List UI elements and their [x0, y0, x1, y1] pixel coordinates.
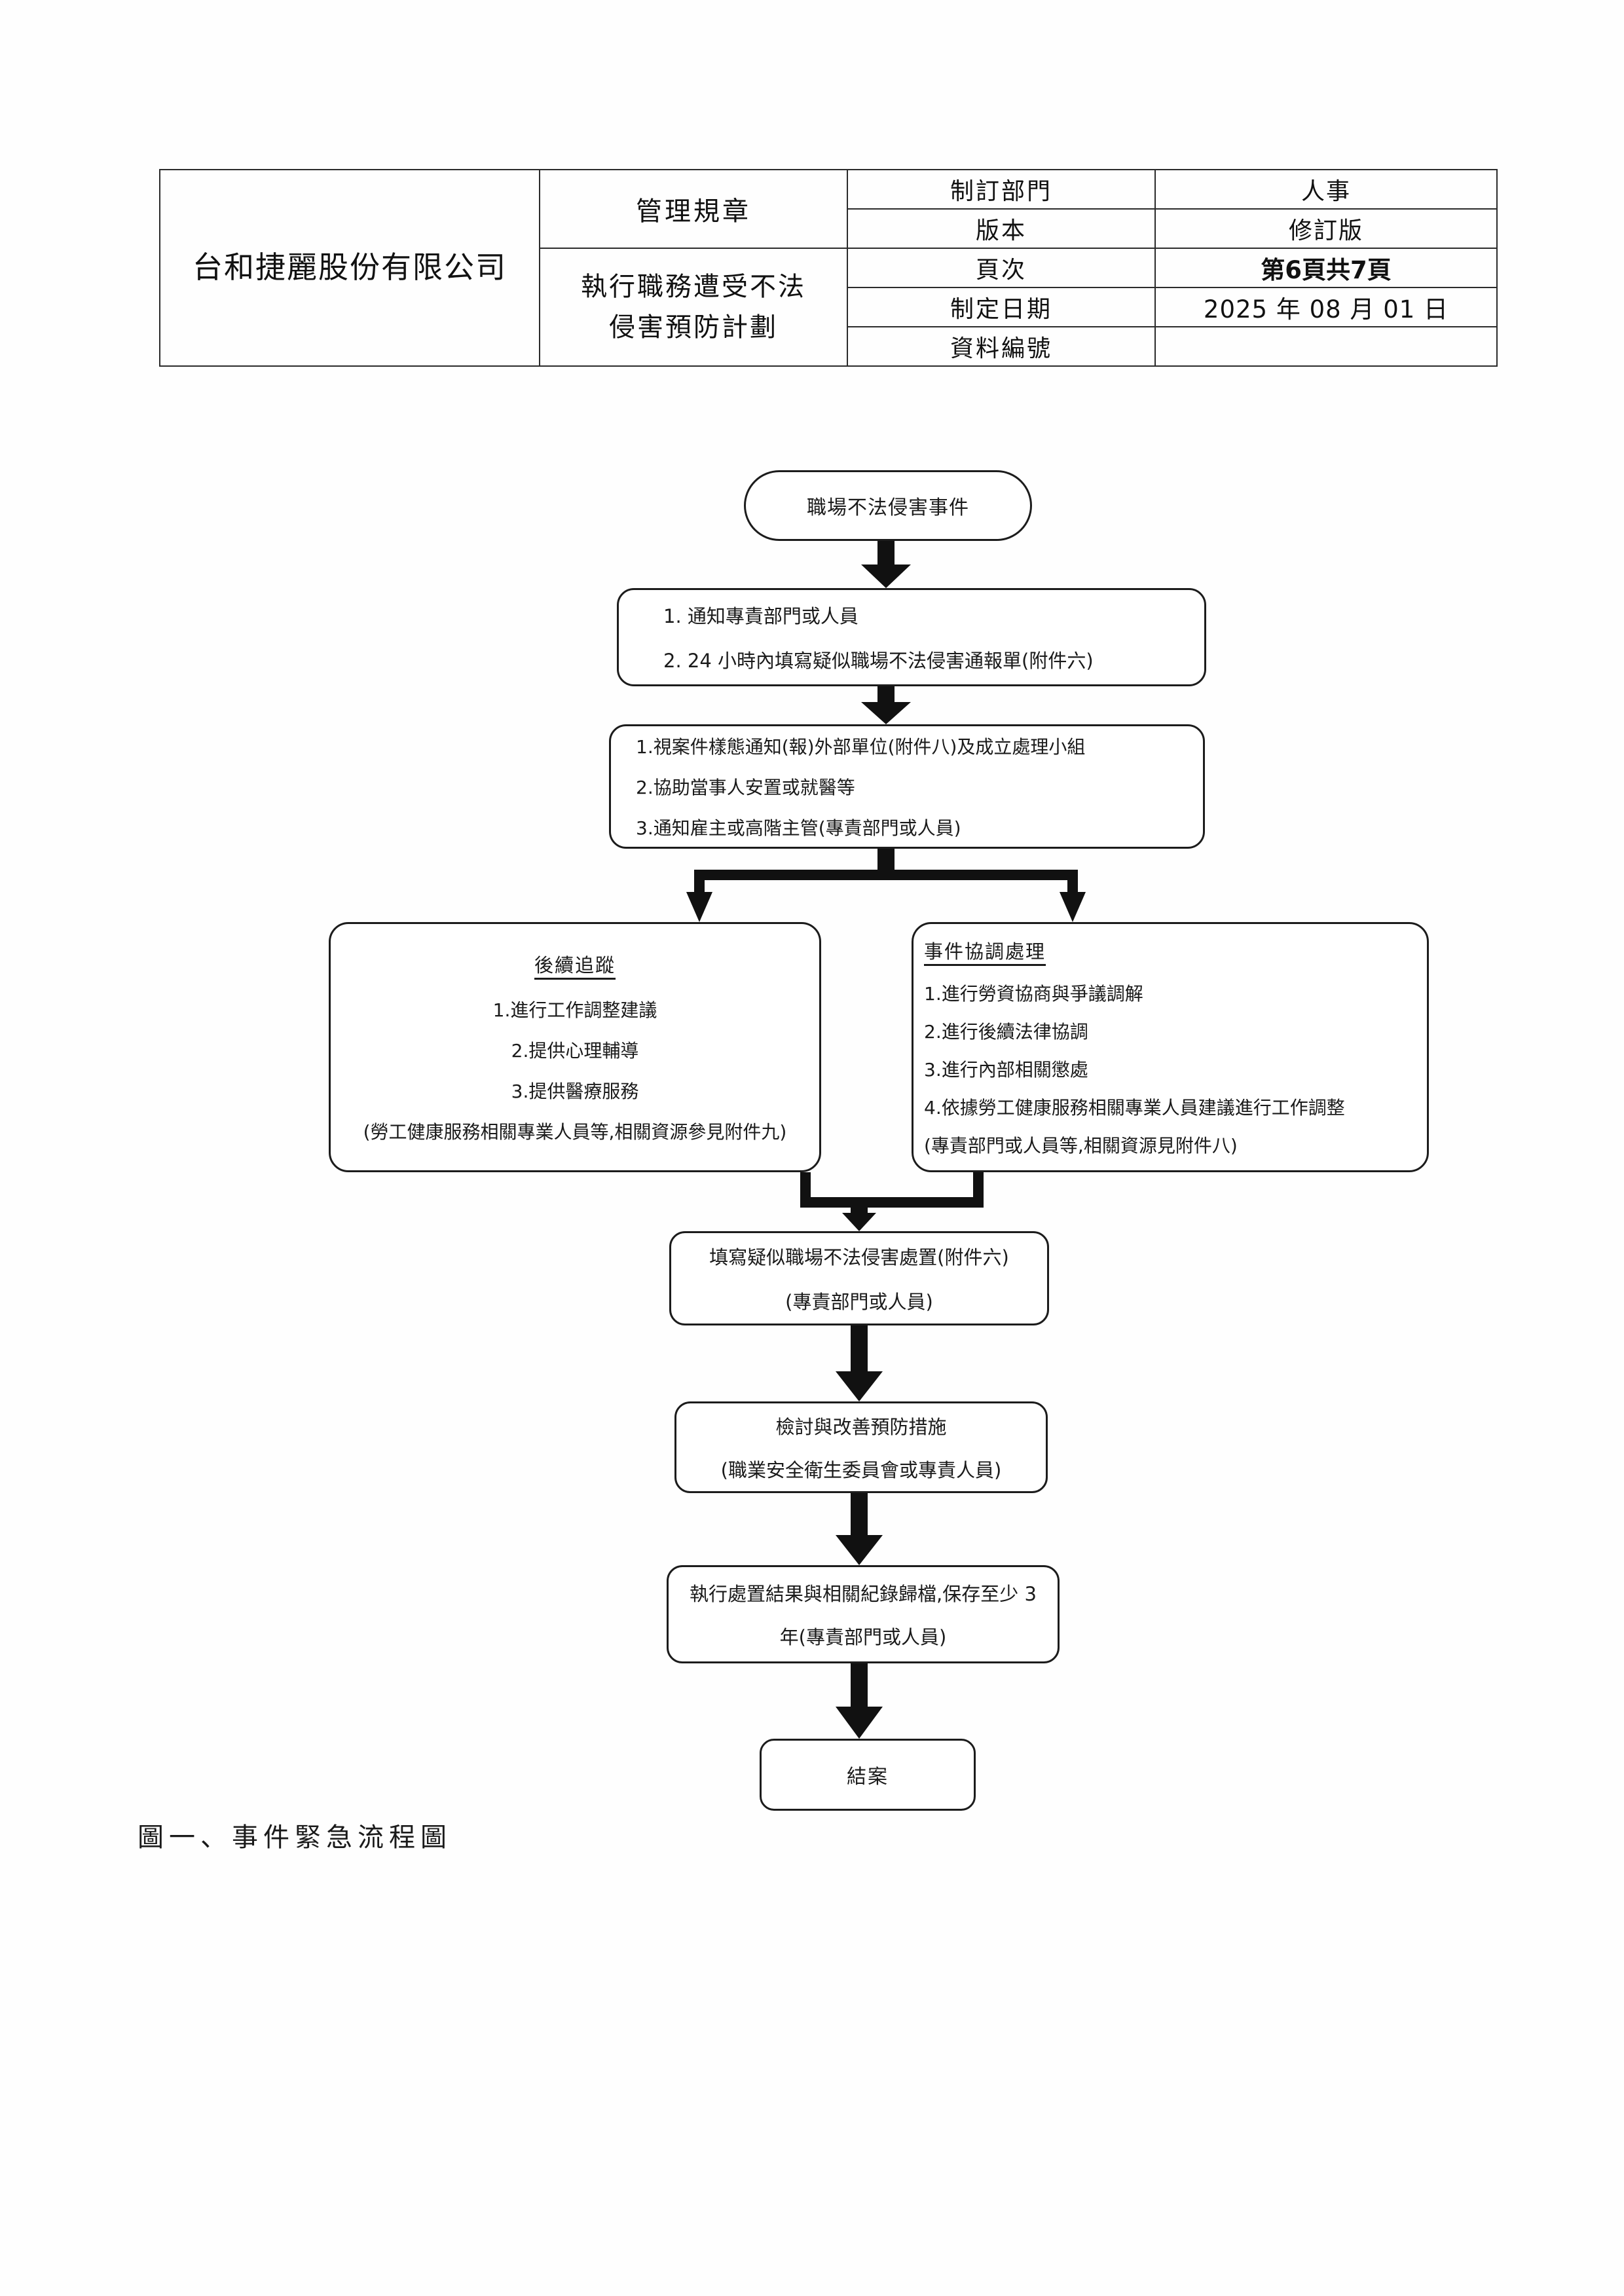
field-label-page: 頁次 — [847, 248, 1156, 288]
coordination-item-2: 2.進行後續法律協調 — [924, 1021, 1088, 1043]
header-row-3: 執行職務遭受不法 侵害預防計劃 頁次 第6頁共7頁 — [160, 248, 1498, 367]
archive-line-1: 執行處置結果與相關紀錄歸檔,保存至少 3 — [690, 1583, 1037, 1605]
flow-node-initial-handling[interactable]: 1.視案件樣態通知(報)外部單位(附件八)及成立處理小組 2.協助當事人安置或就… — [609, 724, 1205, 849]
handle-item-2: 2.協助當事人安置或就醫等 — [636, 777, 855, 798]
followup-title: 後續追蹤 — [534, 954, 616, 976]
coordination-item-4: 4.依據勞工健康服務相關專業人員建議進行工作調整 — [924, 1097, 1345, 1119]
coordination-note: (專責部門或人員等,相關資源見附件八) — [924, 1135, 1238, 1157]
handle-item-1: 1.視案件樣態通知(報)外部單位(附件八)及成立處理小組 — [636, 736, 1086, 758]
arrow-archive-to-end — [836, 1663, 883, 1739]
arrow-notify-to-handle — [861, 686, 911, 724]
coordination-item-3: 3.進行內部相關懲處 — [924, 1059, 1088, 1081]
flow-node-coordination[interactable]: 事件協調處理 1.進行勞資協商與爭議調解 2.進行後續法律協調 3.進行內部相關… — [912, 922, 1429, 1172]
merge-bracket-to-record — [800, 1172, 984, 1231]
review-line-1: 檢討與改善預防措施 — [775, 1416, 947, 1438]
field-value-page: 第6頁共7頁 — [1154, 248, 1498, 288]
notify-item-2: 2. 24 小時內填寫疑似職場不法侵害通報單(附件六) — [663, 650, 1094, 672]
followup-item-2: 2.提供心理輔導 — [511, 1040, 639, 1062]
field-value-version: 修訂版 — [1154, 208, 1498, 249]
field-value-date: 2025 年 08 月 01 日 — [1154, 287, 1498, 327]
company-name-cell: 台和捷麗股份有限公司 — [159, 169, 540, 367]
doc-title-line-1: 執行職務遭受不法 — [581, 272, 806, 302]
header-row-5: 資料編號 — [160, 326, 1498, 367]
arrow-record-to-review — [836, 1325, 883, 1401]
followup-note: (勞工健康服務相關專業人員等,相關資源參見附件九) — [363, 1121, 787, 1143]
figure-caption: 圖一、事件緊急流程圖 — [138, 1823, 452, 1853]
field-label-date: 制定日期 — [847, 287, 1156, 327]
review-line-2: (職業安全衛生委員會或專責人員) — [720, 1459, 1002, 1481]
flow-node-notify[interactable]: 1. 通知專責部門或人員 2. 24 小時內填寫疑似職場不法侵害通報單(附件六) — [617, 588, 1206, 686]
flow-node-review-improve[interactable]: 檢討與改善預防措施 (職業安全衛生委員會或專責人員) — [674, 1401, 1048, 1493]
split-bracket-handle — [686, 849, 1086, 922]
flow-node-followup[interactable]: 後續追蹤 1.進行工作調整建議 2.提供心理輔導 3.提供醫療服務 (勞工健康服… — [329, 922, 821, 1172]
field-label-docnumber: 資料編號 — [847, 326, 1156, 367]
flow-node-start[interactable]: 職場不法侵害事件 — [744, 470, 1032, 541]
field-value-docnumber — [1154, 326, 1498, 367]
start-label: 職場不法侵害事件 — [807, 496, 969, 519]
document-header-table: 台和捷麗股份有限公司 管理規章 制訂部門 人事 版本 修訂版 執行職務遭受不法 … — [159, 169, 1498, 367]
followup-item-1: 1.進行工作調整建議 — [492, 999, 657, 1021]
flow-node-archive[interactable]: 執行處置結果與相關紀錄歸檔,保存至少 3 年(專責部門或人員) — [667, 1565, 1060, 1663]
flow-node-record-disposition[interactable]: 填寫疑似職場不法侵害處置(附件六) (專責部門或人員) — [669, 1231, 1049, 1325]
arrow-review-to-archive — [836, 1493, 883, 1565]
notify-item-1: 1. 通知專責部門或人員 — [663, 605, 858, 627]
record-line-2: (專責部門或人員) — [785, 1291, 933, 1313]
coordination-title: 事件協調處理 — [924, 940, 1046, 963]
coordination-item-1: 1.進行勞資協商與爭議調解 — [924, 983, 1143, 1005]
doc-title-cell: 執行職務遭受不法 侵害預防計劃 — [539, 248, 848, 367]
field-label-version: 版本 — [847, 208, 1156, 249]
arrow-start-to-notify — [861, 541, 911, 588]
header-row-1: 台和捷麗股份有限公司 管理規章 制訂部門 人事 — [159, 169, 1498, 367]
flow-node-end[interactable]: 結案 — [760, 1739, 976, 1811]
doc-title-line-2: 侵害預防計劃 — [609, 312, 778, 343]
archive-line-2: 年(專責部門或人員) — [779, 1626, 947, 1648]
field-value-department: 人事 — [1154, 169, 1498, 210]
followup-item-3: 3.提供醫療服務 — [511, 1081, 639, 1102]
handle-item-3: 3.通知雇主或高階主管(專責部門或人員) — [636, 817, 961, 839]
header-row-4: 制定日期 2025 年 08 月 01 日 — [160, 287, 1498, 327]
end-label: 結案 — [847, 1766, 889, 1788]
doc-type-cell: 管理規章 — [539, 169, 848, 249]
field-label-department: 制訂部門 — [847, 169, 1156, 210]
record-line-1: 填寫疑似職場不法侵害處置(附件六) — [709, 1246, 1009, 1268]
header-row-2: 版本 修訂版 — [160, 208, 1498, 249]
